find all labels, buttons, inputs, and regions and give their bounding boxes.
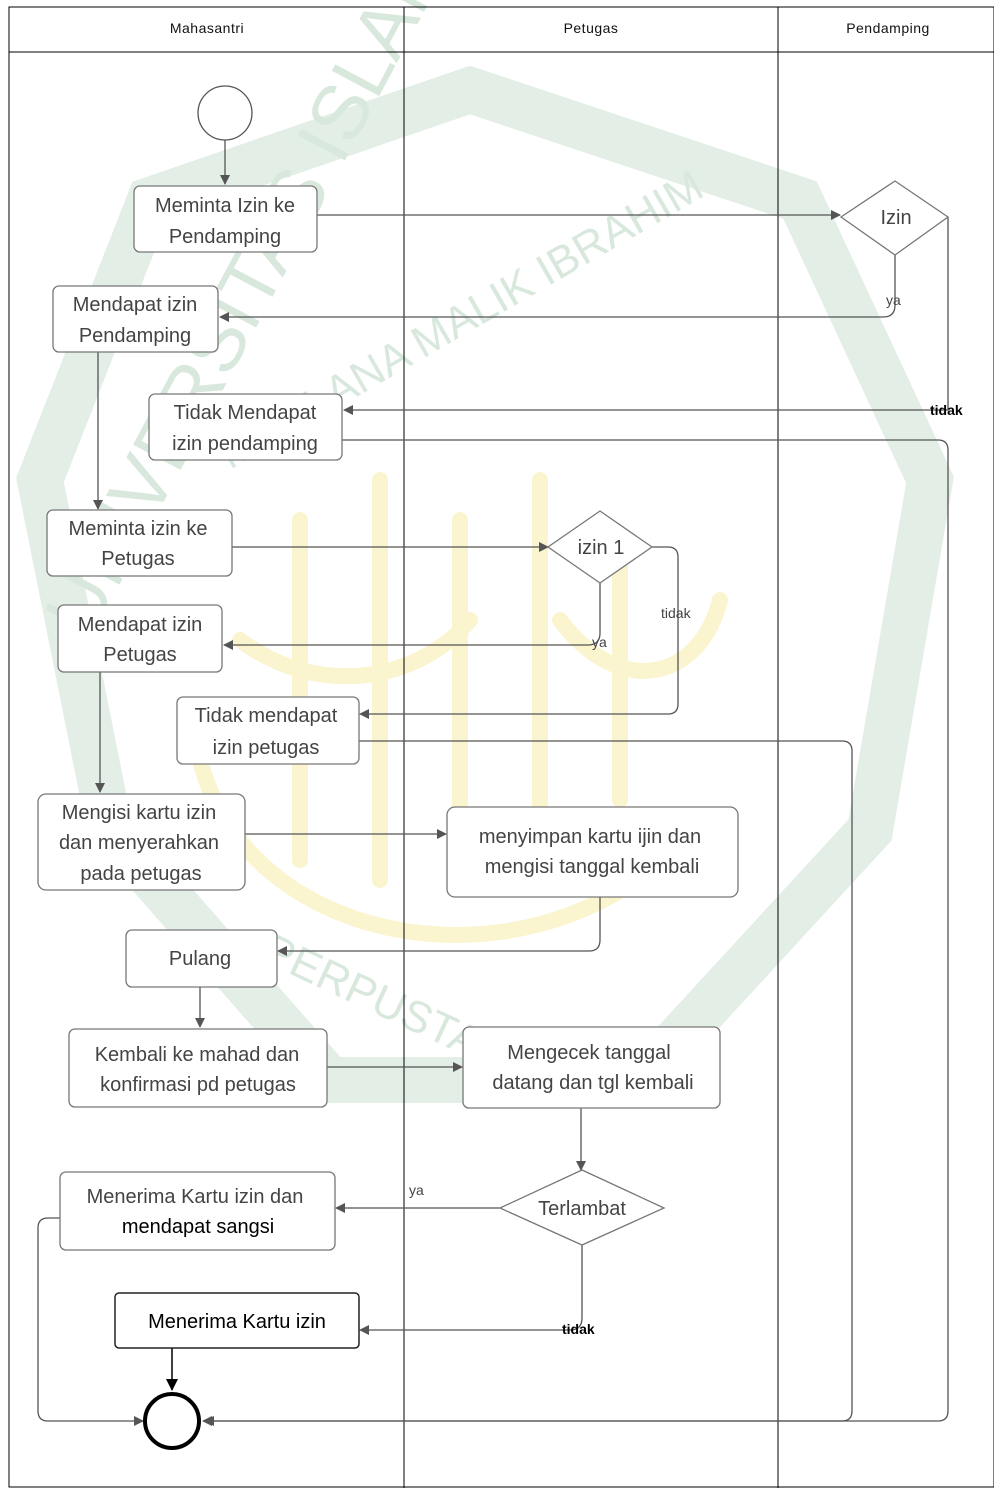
edge-izin1-tidak: [359, 546, 679, 719]
end-node: [143, 1392, 201, 1450]
edge-izin-ya: [219, 255, 896, 322]
edge-izin-tidak: [343, 217, 949, 415]
edge-izin1-ya: [223, 583, 601, 650]
edge-terlambat-tidak: [359, 1245, 583, 1335]
edge-label-izin1-tidak: tidak: [661, 605, 692, 621]
edge-label-terlambat-tidak: tidak: [562, 1321, 595, 1337]
svg-text:Pulang: Pulang: [169, 948, 231, 970]
edge-sangsi-to-end: [37, 1217, 144, 1426]
edge-tidak-pendamping-to-end: [202, 439, 949, 1426]
edge-label-terlambat-ya: ya: [409, 1182, 424, 1198]
edge-simpan-to-pulang: [277, 897, 601, 956]
edge-label-izin-ya: ya: [886, 292, 901, 308]
decision-izin1: izin 1: [546, 510, 654, 584]
svg-text:Terlambat: Terlambat: [538, 1198, 626, 1220]
edges: [37, 140, 949, 1426]
edge-label-izin1-ya: ya: [592, 634, 607, 650]
svg-text:izin 1: izin 1: [578, 537, 625, 559]
svg-text:Menerima Kartu izin: Menerima Kartu izin: [148, 1311, 326, 1333]
lane-title-petugas: Petugas: [564, 20, 619, 36]
start-node: [197, 85, 253, 141]
svg-text:Izin: Izin: [880, 207, 911, 229]
lane-title-mahasantri: Mahasantri: [170, 20, 244, 36]
action-terima-kartu: Menerima Kartu izin: [114, 1292, 360, 1349]
action-pulang: Pulang: [125, 929, 278, 988]
edge-tidak-petugas-to-end: [204, 740, 853, 1426]
decision-terlambat: Terlambat: [498, 1169, 666, 1246]
swimlanes: Mahasantri Petugas Pendamping: [8, 6, 994, 1488]
lane-title-pendamping: Pendamping: [846, 20, 930, 36]
decision-izin: Izin: [839, 180, 950, 256]
swimlane-frame: [8, 6, 994, 1488]
edge-label-izin-tidak: tidak: [930, 402, 963, 418]
